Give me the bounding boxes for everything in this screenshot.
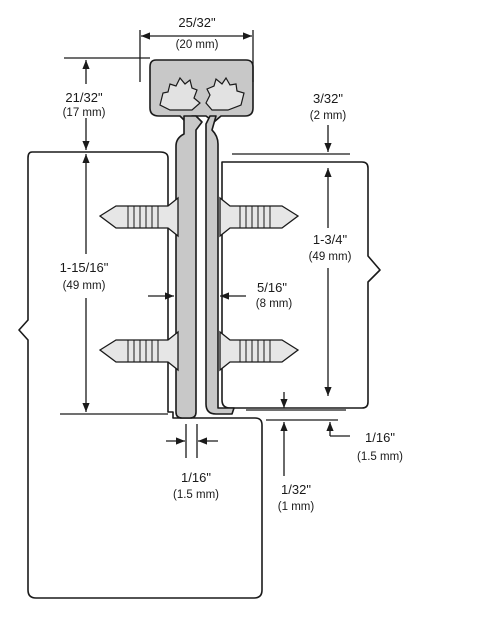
right-door-outline	[221, 161, 381, 409]
dim-top-width-imperial: 25/32"	[178, 15, 216, 30]
dim-left-leaf: 1-15/16" (49 mm)	[60, 154, 168, 415]
gear-left	[159, 76, 201, 111]
dim-center-gap-metric: (8 mm)	[256, 298, 293, 310]
dim-bottom-gap-metric: (1.5 mm)	[357, 451, 403, 463]
dim-bottom-offset: 1/16" (1.5 mm)	[166, 424, 219, 501]
screw-upper-left	[98, 196, 179, 238]
dim-top-offset-metric: (2 mm)	[310, 110, 347, 122]
hinge-leaf-left	[175, 115, 203, 419]
dim-bottom-clear: 1/32" (1 mm)	[278, 422, 315, 513]
dim-center-gap-imperial: 5/16"	[257, 280, 287, 295]
dim-bottom-offset-imperial: 1/16"	[181, 470, 211, 485]
dim-bottom-gap-imperial: 1/16"	[365, 430, 395, 445]
hinge-leaf-right	[205, 115, 235, 415]
dim-bottom-gap: 1/16" (1.5 mm)	[246, 392, 403, 463]
dim-bottom-clear-metric: (1 mm)	[278, 501, 315, 513]
dim-cap-height-metric: (17 mm)	[63, 107, 106, 119]
dim-bottom-clear-imperial: 1/32"	[281, 482, 311, 497]
dim-left-leaf-imperial: 1-15/16"	[60, 260, 109, 275]
dim-left-leaf-metric: (49 mm)	[63, 280, 106, 292]
dim-right-leaf-metric: (49 mm)	[309, 251, 352, 263]
dim-top-width-metric: (20 mm)	[176, 39, 219, 51]
left-frame-outline	[18, 151, 263, 599]
screw-lower-left	[98, 330, 179, 372]
dim-top-offset: 3/32" (2 mm)	[232, 91, 350, 155]
dim-top-width: 25/32" (20 mm)	[139, 15, 254, 82]
dim-cap-height: 21/32" (17 mm)	[63, 57, 150, 150]
dim-bottom-offset-metric: (1.5 mm)	[173, 489, 219, 501]
dim-top-offset-imperial: 3/32"	[313, 91, 343, 106]
dim-center-gap: 5/16" (8 mm)	[148, 280, 292, 310]
screw-lower-right	[219, 330, 300, 372]
dim-right-leaf: 1-3/4" (49 mm)	[309, 168, 352, 396]
dim-cap-height-imperial: 21/32"	[65, 90, 103, 105]
gear-right	[205, 76, 245, 111]
screw-upper-right	[219, 196, 300, 238]
dim-right-leaf-imperial: 1-3/4"	[313, 232, 348, 247]
